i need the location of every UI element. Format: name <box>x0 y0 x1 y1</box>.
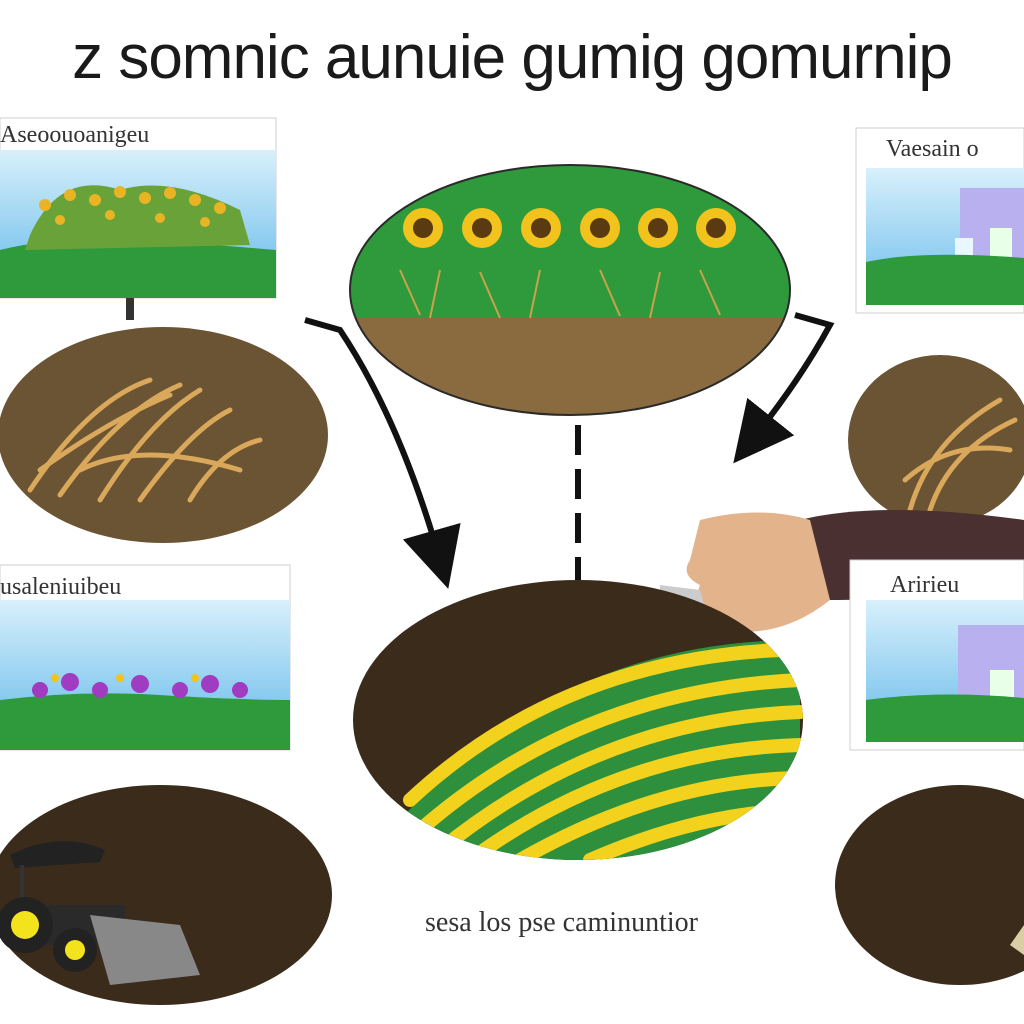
mid-right-city-card <box>849 559 1024 751</box>
tractor-icon <box>0 841 200 985</box>
sunflower-field-oval <box>349 164 791 416</box>
soil-oval-right <box>835 785 1024 985</box>
mid-right-card-label: Aririeu <box>890 572 960 598</box>
top-right-city-card <box>855 127 1024 314</box>
top-left-landscape-card <box>0 117 277 320</box>
top-right-card-label: Vaesain o <box>886 136 979 162</box>
mid-left-card-label: usaleniuibeu <box>0 574 122 600</box>
diagram-caption: sesa los pse caminuntior <box>425 907 698 938</box>
striped-crop-field-oval <box>353 580 803 860</box>
top-left-card-label: Aseoouoanigeu <box>0 122 150 148</box>
mid-left-flower-card <box>0 564 291 751</box>
straw-mound-oval-right <box>848 355 1024 525</box>
straw-mound-oval <box>0 327 328 543</box>
arrow-icon <box>304 312 835 605</box>
sunflower-icon <box>403 208 736 248</box>
tractor-oval <box>0 785 332 1005</box>
diagram-title: z somnic aunuie gumig gomurnip <box>72 23 953 92</box>
